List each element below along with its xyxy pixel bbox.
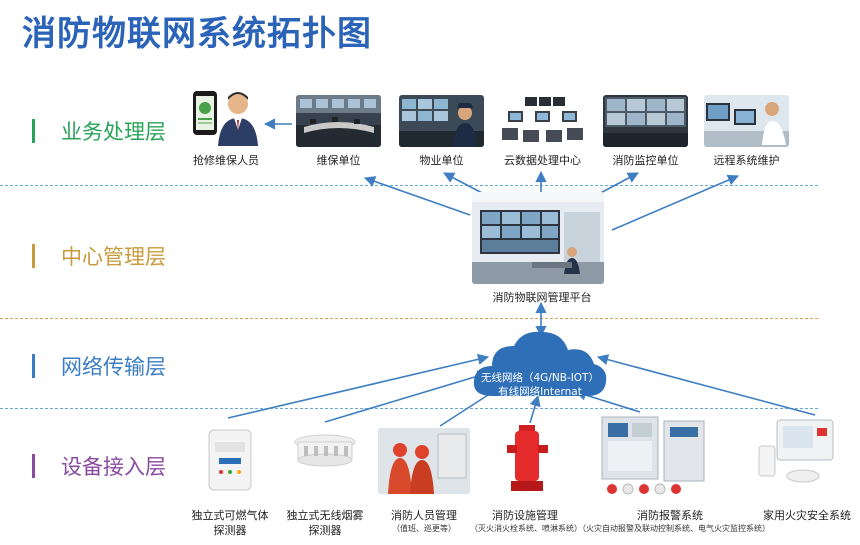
layer-marker [32, 454, 35, 478]
property-unit-image [399, 95, 484, 147]
network-cloud-icon [473, 331, 607, 396]
fire-monitor-unit-label: 消防监控单位 [612, 154, 679, 167]
gas-detector-image [205, 428, 255, 494]
facility-management-label: 消防设施管理 [492, 509, 558, 522]
layer-name: 设备接入层 [61, 455, 166, 479]
layer-divider [0, 185, 818, 186]
layer-name: 中心管理层 [61, 245, 166, 269]
property-unit-label: 物业单位 [419, 154, 464, 167]
remote-maintenance-image [704, 95, 789, 147]
personnel-management-label: 消防人员管理 [391, 509, 457, 522]
arrow-home-system [596, 354, 816, 416]
smoke-detector-label: 独立式无线烟雾 [286, 509, 364, 522]
layer-marker [32, 119, 35, 143]
arrow-facility [529, 394, 541, 424]
gas-detector-label: 独立式可燃气体 [191, 509, 269, 522]
layer-divider [0, 318, 818, 319]
remote-maintenance-label: 远程系统维护 [713, 154, 780, 167]
repair-staff-image [190, 88, 262, 146]
facility-management-sub: （灭火消火栓系统、喷淋系统） [470, 524, 582, 533]
cloud-data-center-label: 云数据处理中心 [504, 154, 581, 167]
layer-marker [32, 354, 35, 378]
alarm-system-sub: （火灾自动报警及联动控制系统、电气火灾监控系统） [578, 524, 770, 533]
gas-detector-label-2: 探测器 [213, 524, 247, 537]
cloud-data-center-image [500, 95, 585, 147]
layer-name: 网络传输层 [61, 355, 166, 379]
layer-name: 业务处理层 [61, 120, 166, 144]
layer-divider [0, 408, 818, 409]
arrow-smoke-detector [324, 370, 490, 423]
arrow-to-maintenance [363, 176, 471, 216]
hydrant-image [505, 423, 550, 495]
arrow-gas-detector [227, 353, 490, 419]
smoke-detector-label-2: 探测器 [308, 524, 342, 537]
alarm-system-label: 消防报警系统 [637, 509, 703, 522]
network-wireless-label: 无线网络（4G/NB-IOT） [481, 372, 599, 384]
home-fire-system-image [757, 418, 835, 492]
network-wired-label: 有线网络Internat [498, 386, 582, 398]
personnel-management-sub: （值班、巡更等） [392, 524, 456, 533]
layer-label-center: 中心管理层 [32, 243, 166, 269]
layer-marker [32, 244, 35, 268]
repair-staff-label: 抢修维保人员 [193, 154, 259, 167]
page-title: 消防物联网系统拓扑图 [22, 14, 372, 54]
personnel-management-image [378, 428, 470, 494]
fire-monitor-unit-image [603, 95, 688, 147]
home-fire-system-label: 家用火灾安全系统 [763, 509, 851, 522]
alarm-system-image [598, 413, 710, 497]
maintenance-unit-label: 维保单位 [316, 154, 361, 167]
maintenance-unit-image [296, 95, 381, 147]
layer-label-device: 设备接入层 [32, 453, 166, 479]
layer-label-business: 业务处理层 [32, 118, 166, 144]
arrow-to-remote-maint [611, 174, 740, 231]
layer-label-network: 网络传输层 [32, 353, 166, 379]
smoke-detector-image [292, 432, 358, 474]
platform-label: 消防物联网管理平台 [492, 291, 592, 304]
management-platform-image [472, 192, 604, 284]
